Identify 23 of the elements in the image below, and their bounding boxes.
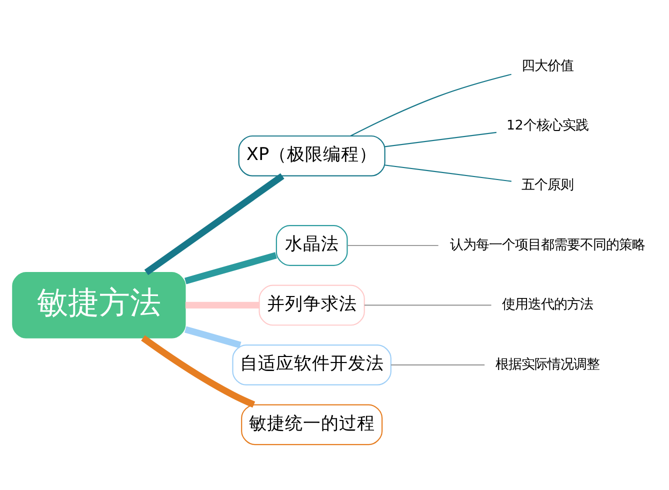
node-box: 水晶法 (276, 224, 348, 266)
node-text: 四大价值 (521, 58, 574, 74)
connector (390, 364, 485, 365)
node-text: 五个原则 (521, 178, 574, 193)
connector (141, 334, 256, 408)
node-box: 敏捷方法 (12, 272, 186, 338)
connector (384, 131, 496, 147)
connector (184, 252, 277, 284)
connector (384, 164, 512, 182)
node-box: 自适应软件开发法 (232, 344, 392, 385)
connector (364, 304, 492, 306)
connector (184, 326, 242, 348)
node-box: XP（极限编程） (238, 134, 386, 176)
node-box: 敏捷统一的过程 (241, 404, 383, 445)
node-text: 根据实际情况调整 (495, 356, 600, 372)
node-text: 12个核心实践 (506, 118, 588, 133)
node-box: 并列争求法 (258, 284, 365, 326)
connector (347, 244, 438, 246)
connector (185, 301, 260, 308)
connector (350, 73, 512, 136)
connector (144, 172, 284, 275)
node-text: 认为每一个项目都需要不同的策略 (450, 237, 645, 252)
node-text: 使用迭代的方法 (502, 297, 593, 312)
